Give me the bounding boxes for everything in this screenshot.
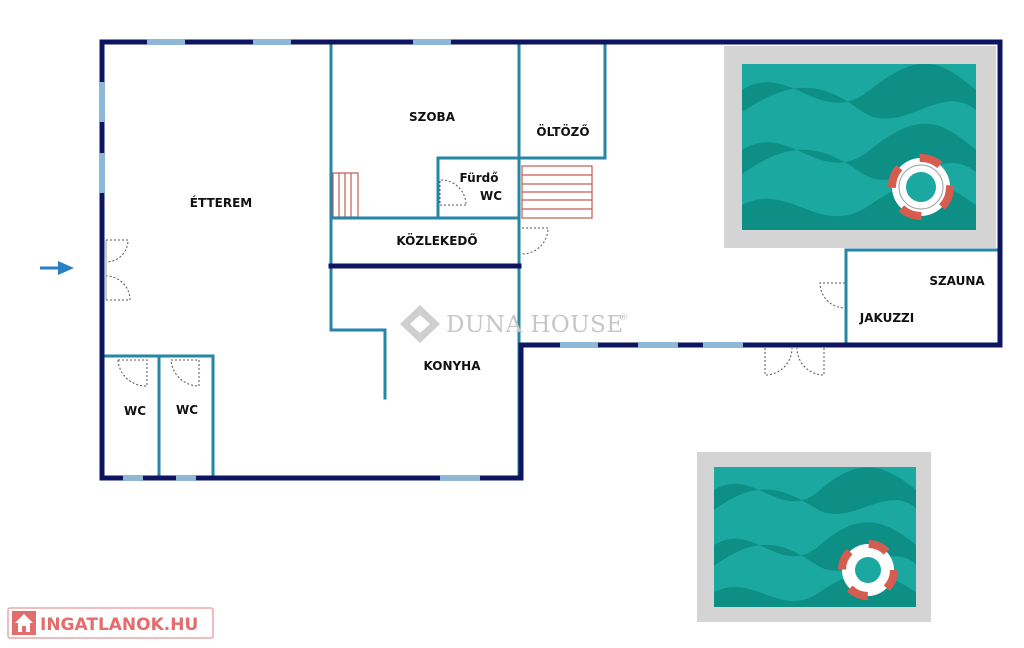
room-szoba: SZOBA	[409, 110, 456, 124]
window	[99, 82, 105, 122]
duna-house-watermark: DUNA HOUSE ®	[400, 305, 628, 343]
door-terrace-right	[796, 347, 825, 376]
room-konyha: KONYHA	[423, 359, 481, 373]
duna-house-logo-icon	[400, 305, 440, 343]
door-entrance-upper	[105, 239, 129, 263]
lifebuoy-icon	[888, 154, 954, 220]
door-entrance-lower	[105, 275, 131, 301]
watermark-mark: ®	[619, 313, 628, 323]
window	[176, 475, 196, 481]
lifebuoy-icon	[838, 540, 898, 600]
door-furdo	[439, 179, 467, 206]
room-kozlekedo: KÖZLEKEDŐ	[396, 233, 477, 248]
window	[253, 39, 291, 45]
stairs-szoba	[332, 172, 359, 218]
window	[413, 39, 451, 45]
room-jakuzzi: JAKUZZI	[859, 311, 914, 325]
door-wc-2	[170, 359, 200, 387]
entrance-arrow-icon	[40, 261, 74, 275]
doors	[105, 179, 846, 387]
badge-frame	[7, 607, 214, 639]
room-szauna: SZAUNA	[929, 274, 985, 288]
stairs-main	[521, 165, 593, 219]
badge-text: INGATLANOK.HU	[40, 615, 198, 635]
watermark-text: DUNA HOUSE	[446, 312, 624, 338]
window	[147, 39, 185, 45]
room-etterem: ÉTTEREM	[190, 195, 252, 210]
window	[703, 342, 743, 348]
pool-1	[724, 46, 996, 248]
room-oltozo: ÖLTÖZŐ	[536, 124, 589, 139]
door-kozlekedo	[521, 227, 549, 255]
room-wc-2: WC	[176, 403, 198, 417]
window	[440, 475, 480, 481]
room-furdo-wc: WC	[480, 189, 502, 203]
window	[99, 153, 105, 193]
ingatlanok-badge: INGATLANOK.HU	[7, 607, 214, 639]
home-icon	[12, 611, 36, 635]
window	[560, 342, 598, 348]
window	[638, 342, 678, 348]
door-terrace-left	[764, 347, 793, 376]
door-jakuzzi	[819, 282, 846, 309]
inner-walls	[104, 42, 1000, 480]
room-furdo: Fürdő	[460, 171, 499, 185]
windows	[99, 39, 743, 481]
room-wc-1: WC	[124, 404, 146, 418]
door-wc-1	[117, 359, 148, 387]
pool-2	[697, 452, 931, 622]
window	[123, 475, 143, 481]
